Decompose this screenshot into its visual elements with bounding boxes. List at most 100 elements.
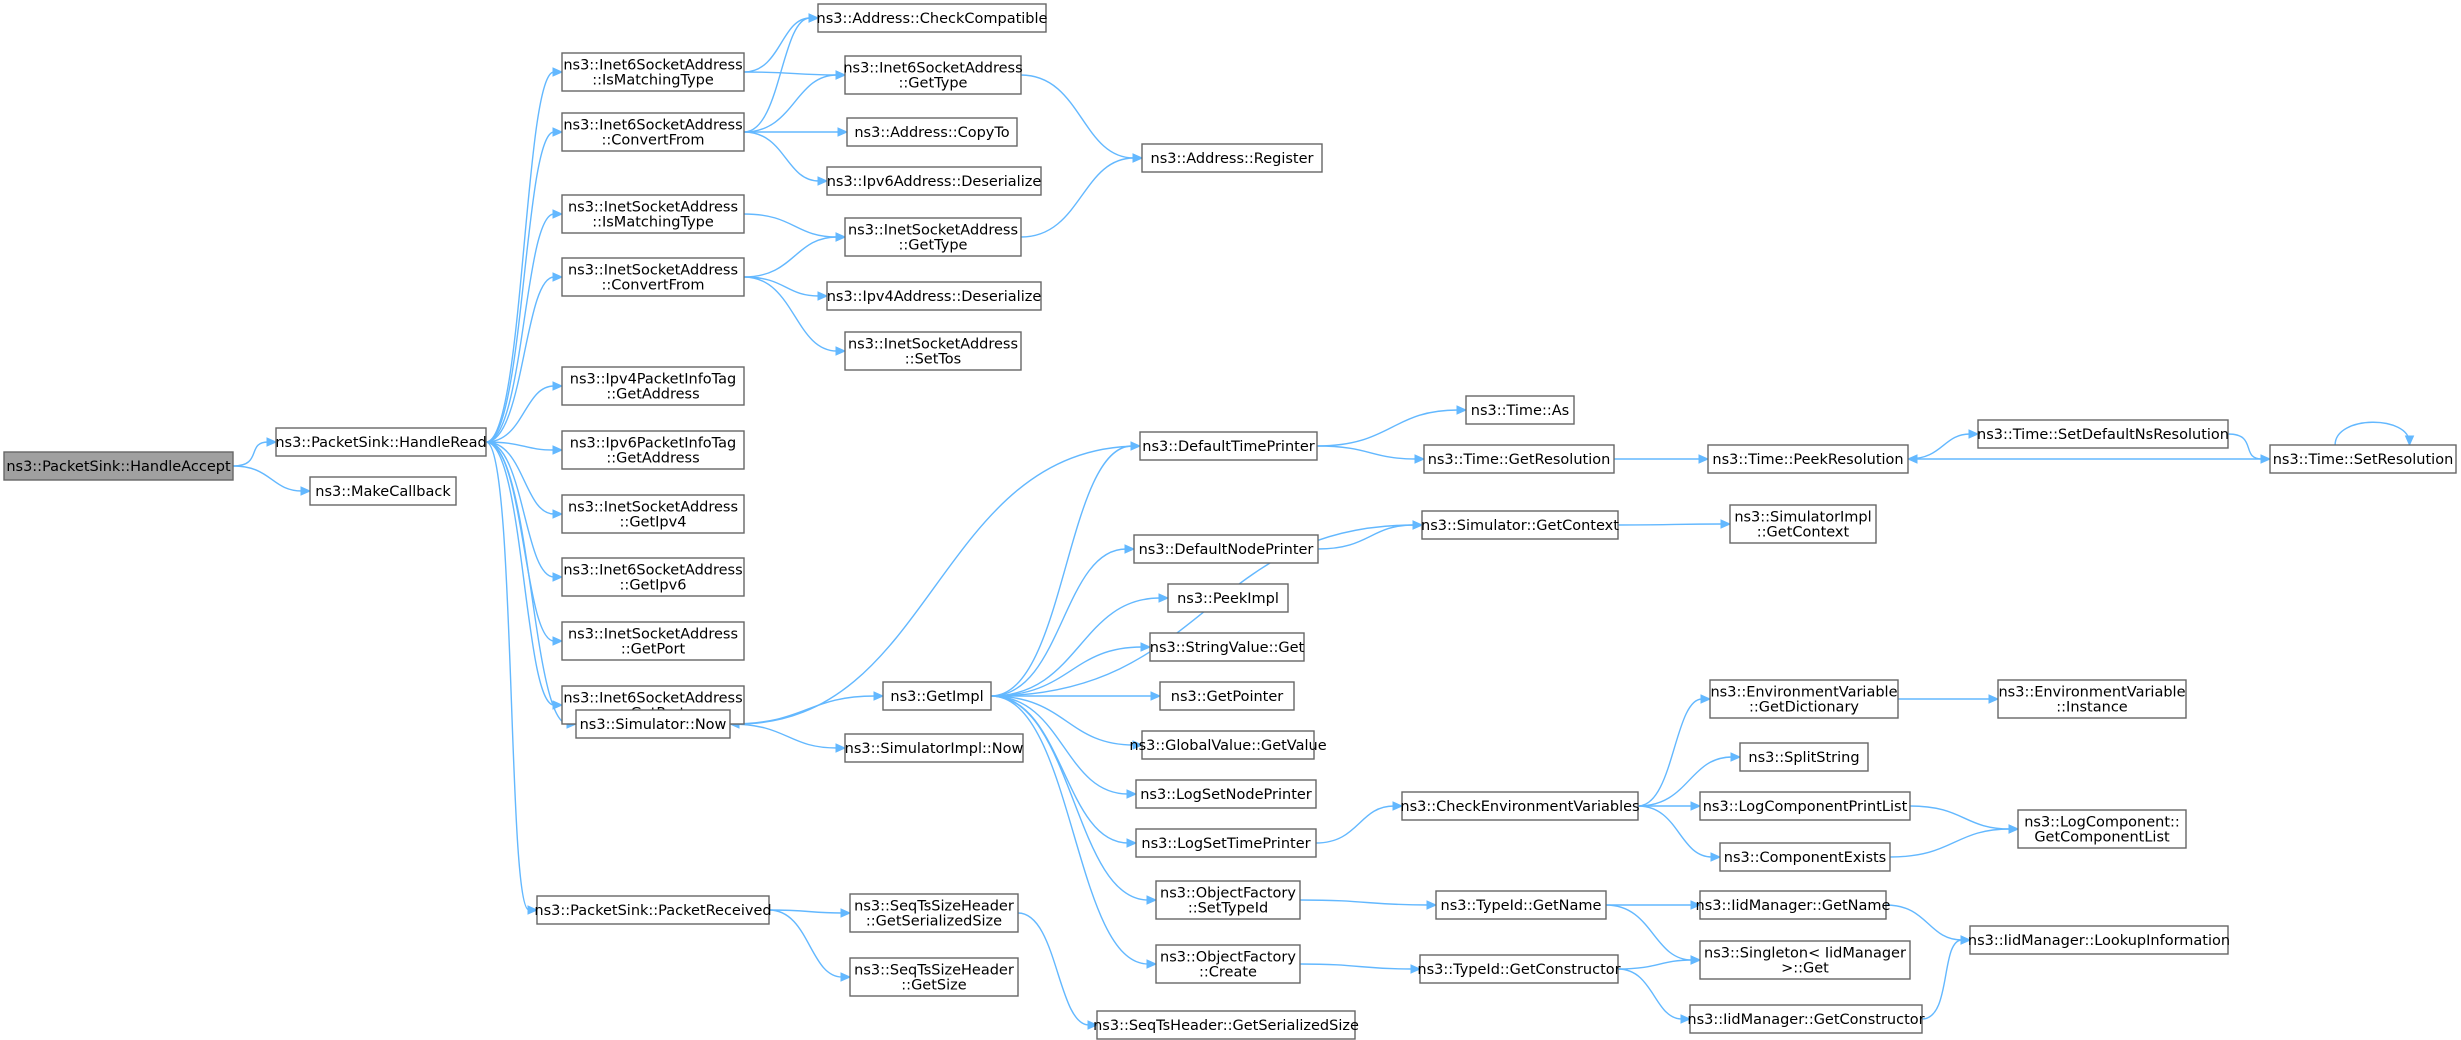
node-addr-copyto[interactable]: ns3::Address::CopyTo bbox=[846, 117, 1018, 147]
edge-arrowhead bbox=[552, 209, 564, 219]
node-i6-convertfrom[interactable]: ns3::Inet6SocketAddress::ConvertFrom bbox=[561, 112, 745, 152]
node-i4-getipv4[interactable]: ns3::InetSocketAddress::GetIpv4 bbox=[561, 494, 745, 534]
node-label: ns3::PacketSink::HandleAccept bbox=[6, 459, 231, 475]
edge-line bbox=[743, 213, 838, 238]
edge-arrowhead bbox=[873, 691, 885, 701]
edge-arrowhead bbox=[1087, 1020, 1099, 1030]
node-i4-gettype[interactable]: ns3::InetSocketAddress::GetType bbox=[844, 217, 1022, 257]
edge-line bbox=[1637, 756, 1733, 807]
edge-line bbox=[729, 695, 876, 725]
node-default-node-printer[interactable]: ns3::DefaultNodePrinter bbox=[1133, 534, 1319, 564]
edge-check-env-to-splitstring bbox=[1637, 752, 1742, 807]
node-box bbox=[826, 281, 1042, 311]
node-logsettimeprinter[interactable]: ns3::LogSetTimePrinter bbox=[1135, 828, 1317, 858]
edge-component-exists-to-logcomp-getlist bbox=[1889, 824, 2020, 858]
edge-line bbox=[743, 131, 820, 182]
edge-logsettimeprinter-to-check-env bbox=[1315, 801, 1404, 844]
node-env-instance[interactable]: ns3::EnvironmentVariable::Instance bbox=[1997, 679, 2187, 719]
node-logcomp-printlist[interactable]: ns3::LogComponentPrintList bbox=[1699, 791, 1911, 821]
node-label: ns3::StringValue::Get bbox=[1150, 640, 1305, 656]
node-label: ::IsMatchingType bbox=[592, 215, 714, 231]
node-ipv6pkt-getaddr[interactable]: ns3::Ipv6PacketInfoTag::GetAddress bbox=[561, 430, 745, 470]
node-logsetnodeprinter[interactable]: ns3::LogSetNodePrinter bbox=[1135, 779, 1317, 809]
edge-arrowhead bbox=[1680, 1014, 1692, 1024]
node-objfactory-create[interactable]: ns3::ObjectFactory::Create bbox=[1155, 944, 1301, 984]
edge-arrowhead bbox=[1146, 895, 1158, 905]
node-seqts-getserialized[interactable]: ns3::SeqTsSizeHeader::GetSerializedSize bbox=[849, 893, 1019, 933]
node-stringvalue-get[interactable]: ns3::StringValue::Get bbox=[1149, 632, 1305, 662]
node-default-time-printer[interactable]: ns3::DefaultTimePrinter bbox=[1139, 431, 1318, 461]
node-label: ns3::IidManager::LookupInformation bbox=[1968, 933, 2230, 949]
edge-arrowhead bbox=[1146, 959, 1158, 969]
edge-line bbox=[990, 646, 1143, 697]
node-env-getdictionary[interactable]: ns3::EnvironmentVariable::GetDictionary bbox=[1709, 679, 1899, 719]
edge-arrowhead bbox=[300, 486, 312, 496]
node-check-env[interactable]: ns3::CheckEnvironmentVariables bbox=[1400, 791, 1640, 821]
node-i6-ismatching[interactable]: ns3::Inet6SocketAddress::IsMatchingType bbox=[561, 52, 745, 92]
node-component-exists[interactable]: ns3::ComponentExists bbox=[1719, 842, 1891, 872]
node-sim-getcontext[interactable]: ns3::Simulator::GetContext bbox=[1421, 510, 1619, 540]
node-splitstring[interactable]: ns3::SplitString bbox=[1739, 742, 1869, 772]
node-seqts-getsize[interactable]: ns3::SeqTsSizeHeader::GetSize bbox=[849, 957, 1019, 997]
edge-env-getdictionary-to-env-instance bbox=[1898, 694, 2000, 704]
node-ipv4pkt-getaddr[interactable]: ns3::Ipv4PacketInfoTag::GetAddress bbox=[561, 366, 745, 406]
node-getpointer[interactable]: ns3::GetPointer bbox=[1159, 681, 1295, 711]
node-seqtsheader-getserialized[interactable]: ns3::SeqTsHeader::GetSerializedSize bbox=[1093, 1010, 1359, 1040]
edge-arrowhead bbox=[817, 291, 829, 301]
node-make-callback[interactable]: ns3::MakeCallback bbox=[309, 476, 457, 506]
node-i6-getipv6[interactable]: ns3::Inet6SocketAddress::GetIpv6 bbox=[561, 557, 745, 597]
edge-getimpl-to-objfactory-create bbox=[990, 695, 1158, 969]
node-box bbox=[1729, 504, 1877, 544]
node-iid-getname[interactable]: ns3::IidManager::GetName bbox=[1696, 890, 1891, 920]
node-time-peekresolution[interactable]: ns3::Time::PeekResolution bbox=[1707, 444, 1909, 474]
edge-check-env-to-env-getdictionary bbox=[1637, 694, 1712, 807]
node-time-setresolution[interactable]: ns3::Time::SetResolution bbox=[2269, 444, 2457, 474]
node-box bbox=[3, 451, 234, 481]
node-simimpl-now[interactable]: ns3::SimulatorImpl::Now bbox=[844, 733, 1024, 763]
node-objfactory-settypeid[interactable]: ns3::ObjectFactory::SetTypeId bbox=[1155, 880, 1301, 920]
edge-arrowhead bbox=[1414, 454, 1426, 464]
node-ipv6addr-deser[interactable]: ns3::Ipv6Address::Deserialize bbox=[826, 166, 1042, 196]
node-label: ns3::SeqTsSizeHeader bbox=[854, 963, 1014, 979]
node-time-getresolution[interactable]: ns3::Time::GetResolution bbox=[1423, 444, 1615, 474]
node-label: ns3::PacketSink::HandleRead bbox=[275, 435, 486, 451]
node-getimpl[interactable]: ns3::GetImpl bbox=[882, 681, 992, 711]
node-i4-convertfrom[interactable]: ns3::InetSocketAddress::ConvertFrom bbox=[561, 257, 745, 297]
node-pkt-received[interactable]: ns3::PacketSink::PacketReceived bbox=[534, 895, 772, 925]
node-peekimpl[interactable]: ns3::PeekImpl bbox=[1167, 583, 1289, 613]
node-time-as[interactable]: ns3::Time::As bbox=[1465, 395, 1575, 425]
node-i4-ismatching[interactable]: ns3::InetSocketAddress::IsMatchingType bbox=[561, 194, 745, 234]
node-label: GetComponentList bbox=[2034, 830, 2170, 846]
node-addr-register[interactable]: ns3::Address::Register bbox=[1141, 143, 1323, 173]
node-logcomp-getlist[interactable]: ns3::LogComponent::GetComponentList bbox=[2017, 809, 2187, 849]
node-label: ::Create bbox=[1199, 965, 1257, 981]
node-i6-gettype[interactable]: ns3::Inet6SocketAddress::GetType bbox=[843, 55, 1023, 95]
node-time-setdefaultns[interactable]: ns3::Time::SetDefaultNsResolution bbox=[1977, 419, 2229, 449]
edge-time-getresolution-to-time-peekresolution bbox=[1614, 454, 1710, 464]
node-addr-checkcompat[interactable]: ns3::Address::CheckCompatible bbox=[817, 3, 1048, 33]
node-ipv4addr-deser[interactable]: ns3::Ipv4Address::Deserialize bbox=[826, 281, 1042, 311]
node-label: ::GetAddress bbox=[606, 387, 699, 403]
node-i4-settos[interactable]: ns3::InetSocketAddress::SetTos bbox=[844, 331, 1022, 371]
edge-arrowhead bbox=[1158, 593, 1170, 603]
node-handle-read[interactable]: ns3::PacketSink::HandleRead bbox=[275, 427, 487, 457]
edge-arrowhead bbox=[1132, 153, 1144, 163]
node-typeid-getconstructor[interactable]: ns3::TypeId::GetConstructor bbox=[1417, 954, 1621, 984]
node-label: ns3::CheckEnvironmentVariables bbox=[1400, 799, 1639, 815]
node-box bbox=[561, 194, 745, 234]
node-simimpl-getcontext[interactable]: ns3::SimulatorImpl::GetContext bbox=[1729, 504, 1877, 544]
node-sim-now[interactable]: ns3::Simulator::Now bbox=[575, 709, 731, 739]
node-globalvalue-getvalue[interactable]: ns3::GlobalValue::GetValue bbox=[1129, 730, 1327, 760]
node-label: ::GetType bbox=[899, 76, 968, 92]
node-iid-getconstructor[interactable]: ns3::IidManager::GetConstructor bbox=[1687, 1004, 1925, 1034]
node-iid-lookupinfo[interactable]: ns3::IidManager::LookupInformation bbox=[1968, 925, 2230, 955]
edge-line bbox=[485, 441, 555, 578]
edge-handle-read-to-ipv4pkt-getaddr bbox=[485, 381, 564, 443]
node-handle-accept[interactable]: ns3::PacketSink::HandleAccept bbox=[3, 451, 234, 481]
node-i4-getport[interactable]: ns3::InetSocketAddress::GetPort bbox=[561, 621, 745, 661]
edge-time-setresolution-to-time-setresolution bbox=[2334, 421, 2415, 447]
edge-sim-now-to-getimpl bbox=[729, 691, 885, 725]
node-singleton-get[interactable]: ns3::Singleton< IidManager>::Get bbox=[1699, 940, 1911, 980]
edge-line bbox=[485, 441, 530, 911]
node-typeid-getname[interactable]: ns3::TypeId::GetName bbox=[1435, 890, 1607, 920]
